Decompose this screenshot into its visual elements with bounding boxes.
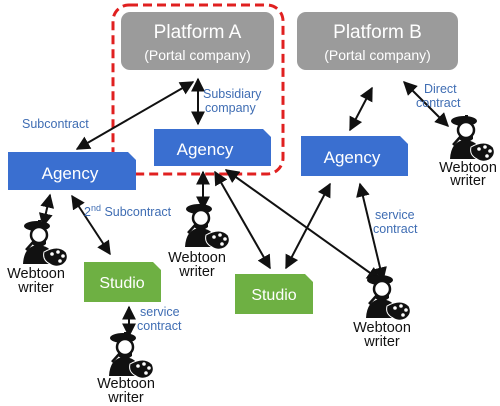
platform-a-subtitle: (Portal company) xyxy=(144,47,251,63)
arrow-platform-a-to-agency-left xyxy=(75,81,195,150)
arrow-agency-right-to-studio xyxy=(285,182,331,270)
label-service-right-line2: contract xyxy=(373,222,418,236)
platform-b-subtitle: (Portal company) xyxy=(324,47,431,63)
label-service-left-line1: service xyxy=(140,305,180,319)
arrow-agency-center-to-writer-right xyxy=(224,169,382,281)
agency-right-label: Agency xyxy=(324,148,381,167)
label-subsidiary-line1: Subsidiary xyxy=(203,87,262,101)
writer-label-line1: Webtoon xyxy=(7,266,65,282)
label-second-subcontract: 2nd Subcontract xyxy=(84,203,172,219)
painter-icon xyxy=(107,330,155,380)
painter-icon xyxy=(183,201,231,251)
writer-label-line2: writer xyxy=(449,173,486,189)
contract-arrows xyxy=(38,77,449,338)
arrow-agency-left-to-writer xyxy=(38,193,55,228)
agency-center-label: Agency xyxy=(177,140,234,159)
platform-a-title: Platform A xyxy=(154,22,242,43)
writer-label-line2: writer xyxy=(17,280,54,296)
writer-label-line1: Webtoon xyxy=(168,250,226,266)
label-service-left-line2: contract xyxy=(137,319,182,333)
agency-left-node: Agency xyxy=(8,152,136,190)
writer-label-line2: writer xyxy=(107,390,144,406)
studio-center-node: Studio xyxy=(235,274,313,314)
writer-label-line1: Webtoon xyxy=(353,320,411,336)
arrow-agency-left-to-studio xyxy=(71,194,111,256)
agency-left-label: Agency xyxy=(42,164,99,183)
agency-right-node: Agency xyxy=(301,136,408,176)
arrow-platform-b-to-agency-right xyxy=(349,86,373,132)
label-direct-line2: contract xyxy=(416,96,461,110)
arrow-platform-b-to-writer-right-top xyxy=(403,81,449,127)
painter-icon xyxy=(21,218,69,268)
platform-b-title: Platform B xyxy=(333,22,422,43)
writer-label-line1: Webtoon xyxy=(97,376,155,392)
label-direct-line1: Direct xyxy=(424,82,457,96)
platform-a-node: Platform A (Portal company) xyxy=(121,12,274,70)
platform-b-node: Platform B (Portal company) xyxy=(297,12,458,70)
writer-right-bottom: Webtoon writer xyxy=(353,272,412,350)
writer-label-line1: Webtoon xyxy=(439,160,497,176)
writer-label-line2: writer xyxy=(178,264,215,280)
writer-center: Webtoon writer xyxy=(168,201,231,280)
arrow-agency-right-to-writer xyxy=(356,182,387,282)
studio-left-node: Studio xyxy=(84,262,161,302)
agency-center-node: Agency xyxy=(154,129,271,166)
writer-left: Webtoon writer xyxy=(7,218,69,296)
writer-label-line2: writer xyxy=(363,334,400,350)
studio-left-label: Studio xyxy=(99,275,144,292)
painter-icon xyxy=(364,272,412,322)
label-service-right-line1: service xyxy=(375,208,415,222)
painter-icon xyxy=(448,113,496,163)
label-subcontract: Subcontract xyxy=(22,117,89,131)
writer-top-right: Webtoon writer xyxy=(439,113,497,189)
writer-bottom: Webtoon writer xyxy=(97,330,155,406)
studio-center-label: Studio xyxy=(251,287,296,304)
label-subsidiary-line2: company xyxy=(205,101,256,115)
